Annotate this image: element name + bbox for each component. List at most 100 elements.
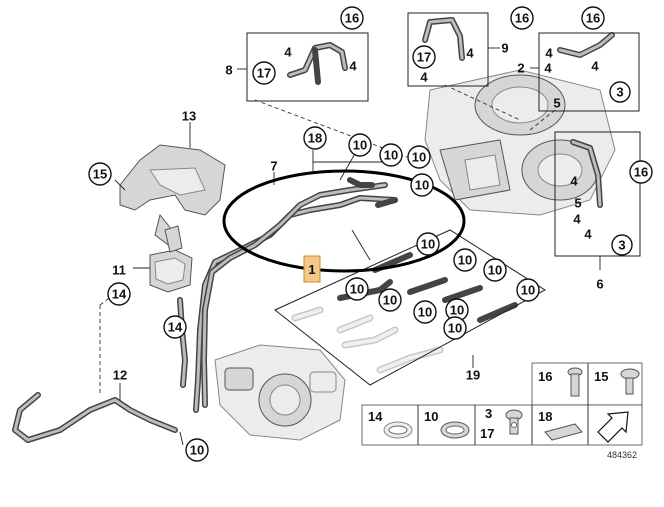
callout-5[interactable]: 5 xyxy=(553,96,560,111)
callout-6[interactable]: 6 xyxy=(596,277,603,292)
callout-label: 4 xyxy=(584,227,592,242)
callout-4[interactable]: 4 xyxy=(591,59,599,74)
callout-13[interactable]: 13 xyxy=(182,109,196,124)
callout-circle xyxy=(443,316,467,340)
callout-10[interactable]: 10 xyxy=(379,143,403,167)
banjo-bolt-icon xyxy=(505,409,523,435)
callout-8[interactable]: 8 xyxy=(225,63,232,78)
callout-label: 10 xyxy=(384,148,398,163)
callout-3[interactable]: 3 xyxy=(609,81,631,103)
callout-10[interactable]: 10 xyxy=(453,248,477,272)
callout-circle xyxy=(407,145,431,169)
callout-10[interactable]: 10 xyxy=(416,232,440,256)
callout-10[interactable]: 10 xyxy=(483,258,507,282)
callout-circle xyxy=(379,143,403,167)
callout-circle xyxy=(345,277,369,301)
callout-17[interactable]: 17 xyxy=(412,45,436,69)
callout-circle xyxy=(378,288,402,312)
highlighted-part-label[interactable]: 1 xyxy=(303,255,321,283)
callout-circle xyxy=(510,6,534,30)
callout-label: 4 xyxy=(570,174,578,189)
callout-label: 10 xyxy=(458,253,472,268)
callout-label: 11 xyxy=(112,263,126,278)
callout-10[interactable]: 10 xyxy=(185,438,209,462)
callout-circle xyxy=(348,133,372,157)
callout-10[interactable]: 10 xyxy=(413,300,437,324)
callout-10[interactable]: 10 xyxy=(348,133,372,157)
callout-4[interactable]: 4 xyxy=(284,45,292,60)
callout-label: 10 xyxy=(412,150,426,165)
callout-16[interactable]: 16 xyxy=(510,6,534,30)
legend-label-17: 17 xyxy=(480,426,494,441)
svg-text:1: 1 xyxy=(308,262,315,277)
callout-label: 16 xyxy=(634,165,648,180)
group-frames xyxy=(246,12,641,386)
callout-10[interactable]: 10 xyxy=(378,288,402,312)
callout-4[interactable]: 4 xyxy=(544,61,552,76)
screw-icon xyxy=(620,368,640,395)
callout-10[interactable]: 10 xyxy=(410,173,434,197)
callout-label: 10 xyxy=(415,178,429,193)
callout-label: 10 xyxy=(383,293,397,308)
callout-label: 13 xyxy=(182,109,196,124)
callout-label: 7 xyxy=(270,159,277,174)
callout-11[interactable]: 11 xyxy=(112,263,126,278)
callout-10[interactable]: 10 xyxy=(443,316,467,340)
callout-16[interactable]: 16 xyxy=(340,6,364,30)
callout-16[interactable]: 16 xyxy=(581,6,605,30)
bracket-illustration xyxy=(119,144,226,251)
callout-label: 3 xyxy=(618,238,625,253)
callout-4[interactable]: 4 xyxy=(584,227,592,242)
callout-12[interactable]: 12 xyxy=(113,368,127,383)
callout-circle xyxy=(416,232,440,256)
callout-4[interactable]: 4 xyxy=(420,70,428,85)
callout-17[interactable]: 17 xyxy=(252,61,276,85)
callout-4[interactable]: 4 xyxy=(573,212,581,227)
callout-19[interactable]: 19 xyxy=(466,368,480,383)
legend-label-14: 14 xyxy=(368,409,383,424)
callout-label: 5 xyxy=(553,96,560,111)
callout-4[interactable]: 4 xyxy=(466,46,474,61)
expansion-tank-illustration xyxy=(149,225,193,293)
legend-label-15: 15 xyxy=(594,369,608,384)
callout-circle xyxy=(611,234,633,256)
callout-label: 10 xyxy=(448,321,462,336)
callout-18[interactable]: 18 xyxy=(303,126,327,150)
callout-circle xyxy=(252,61,276,85)
callout-4[interactable]: 4 xyxy=(545,46,553,61)
callout-label: 16 xyxy=(345,11,359,26)
callout-9[interactable]: 9 xyxy=(501,41,508,56)
callout-label: 4 xyxy=(545,46,553,61)
callout-label: 12 xyxy=(113,368,127,383)
callout-circle xyxy=(412,45,436,69)
callout-label: 4 xyxy=(466,46,474,61)
callout-16[interactable]: 16 xyxy=(629,160,653,184)
callout-10[interactable]: 10 xyxy=(345,277,369,301)
callout-label: 14 xyxy=(112,287,127,302)
callout-label: 10 xyxy=(521,283,535,298)
arrow-icon xyxy=(597,411,629,443)
callout-circle xyxy=(163,315,187,339)
callout-7[interactable]: 7 xyxy=(270,159,277,174)
callout-label: 4 xyxy=(544,61,552,76)
callout-label: 10 xyxy=(418,305,432,320)
callout-label: 4 xyxy=(284,45,292,60)
callout-5[interactable]: 5 xyxy=(574,196,581,211)
callout-circle xyxy=(185,438,209,462)
callout-label: 15 xyxy=(93,167,107,182)
callout-4[interactable]: 4 xyxy=(349,59,357,74)
callout-10[interactable]: 10 xyxy=(516,278,540,302)
callout-14[interactable]: 14 xyxy=(107,282,131,306)
bolt-icon xyxy=(567,367,583,397)
callout-4[interactable]: 4 xyxy=(570,174,578,189)
callout-circle xyxy=(303,126,327,150)
callout-3[interactable]: 3 xyxy=(611,234,633,256)
callout-label: 10 xyxy=(421,237,435,252)
turbocharger-illustration xyxy=(424,69,616,216)
callout-14[interactable]: 14 xyxy=(163,315,187,339)
callout-15[interactable]: 15 xyxy=(88,162,112,186)
callout-2[interactable]: 2 xyxy=(517,61,524,76)
callout-10[interactable]: 10 xyxy=(407,145,431,169)
